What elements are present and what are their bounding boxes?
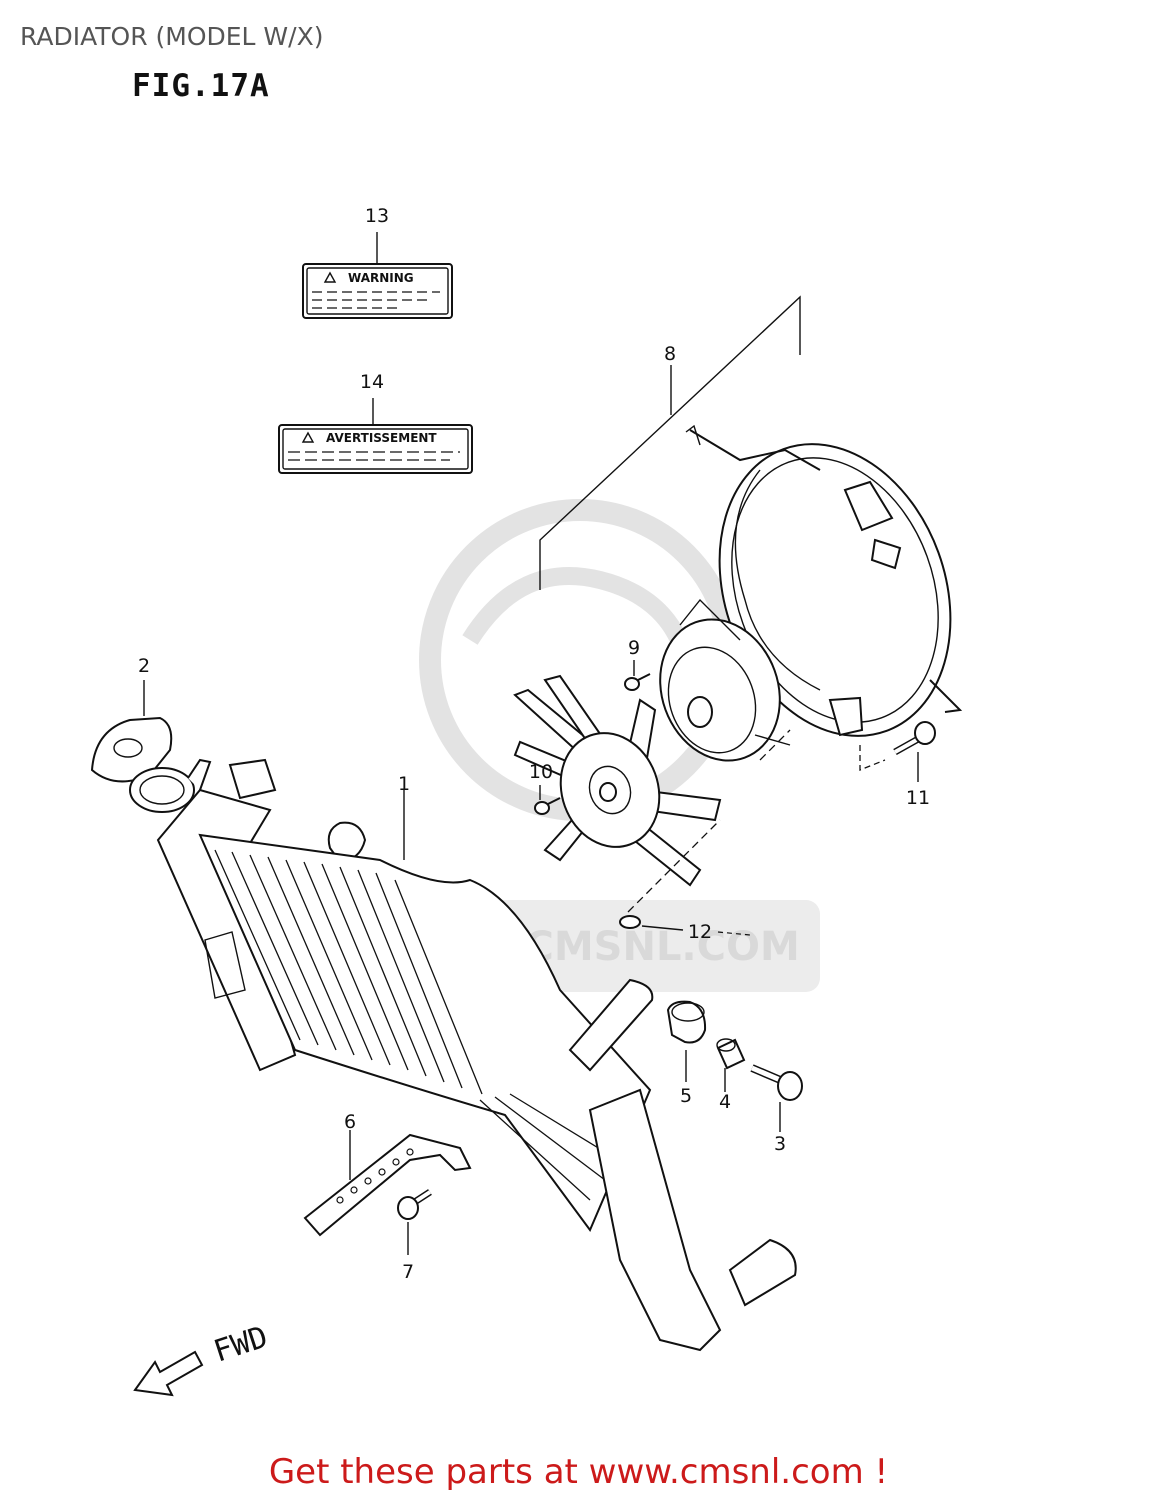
part-9-screw (624, 660, 651, 691)
warning-triangle-icon (323, 271, 337, 283)
part-10-screw (534, 785, 561, 815)
fan-blade (513, 674, 722, 887)
part-14-avertissement-label: AVERTISSEMENT (278, 398, 473, 474)
warning-label-text: WARNING (348, 271, 414, 285)
part-4-collar (716, 1038, 746, 1092)
callout-14: 14 (360, 371, 384, 393)
callout-7: 7 (402, 1261, 414, 1283)
callout-numbers: 1 2 3 4 5 6 7 8 9 10 11 12 13 14 (138, 205, 930, 1283)
avertissement-label-text: AVERTISSEMENT (326, 431, 437, 445)
figure-number: FIG.17A (132, 68, 270, 104)
callout-4: 4 (719, 1091, 731, 1113)
fan-axis-line (627, 729, 791, 913)
part-12-nut (619, 915, 751, 936)
part-2-radiator-cap (90, 680, 173, 783)
callout-3: 3 (774, 1133, 786, 1155)
callout-11: 11 (906, 787, 930, 809)
part-8-leader-line (539, 295, 801, 590)
part-3-bolt (750, 1064, 803, 1132)
fwd-arrow-icon (133, 1350, 204, 1397)
part-11-bolt (859, 721, 936, 782)
callout-2: 2 (138, 655, 150, 677)
callout-1: 1 (398, 773, 410, 795)
footer-cta[interactable]: Get these parts at www.cmsnl.com ! (0, 1452, 1157, 1492)
callout-6: 6 (344, 1111, 356, 1133)
callout-8: 8 (664, 343, 676, 365)
forward-direction-indicator: FWD (133, 1320, 272, 1397)
part-1-radiator (129, 758, 797, 1352)
part-13-warning-label: WARNING (302, 232, 453, 319)
part-6-bracket (303, 1130, 472, 1237)
callout-13: 13 (365, 205, 389, 227)
fan-motor (659, 598, 791, 762)
part-7-bolt (397, 1189, 432, 1255)
callout-9: 9 (628, 637, 640, 659)
cmsnl-link[interactable]: Get these parts at www.cmsnl.com ! (268, 1452, 889, 1492)
callout-12: 12 (688, 921, 712, 943)
exploded-parts-diagram: WWW.CMSNL.COM WARNING AVERTISSEMENT (90, 205, 963, 1397)
callout-5: 5 (680, 1085, 692, 1107)
part-8-fan-shroud (685, 424, 963, 737)
callout-10: 10 (529, 761, 553, 783)
fwd-label: FWD (210, 1320, 272, 1370)
part-5-grommet (666, 1000, 707, 1082)
page-title: RADIATOR (MODEL W/X) (20, 22, 324, 51)
avertissement-triangle-icon (301, 431, 315, 443)
